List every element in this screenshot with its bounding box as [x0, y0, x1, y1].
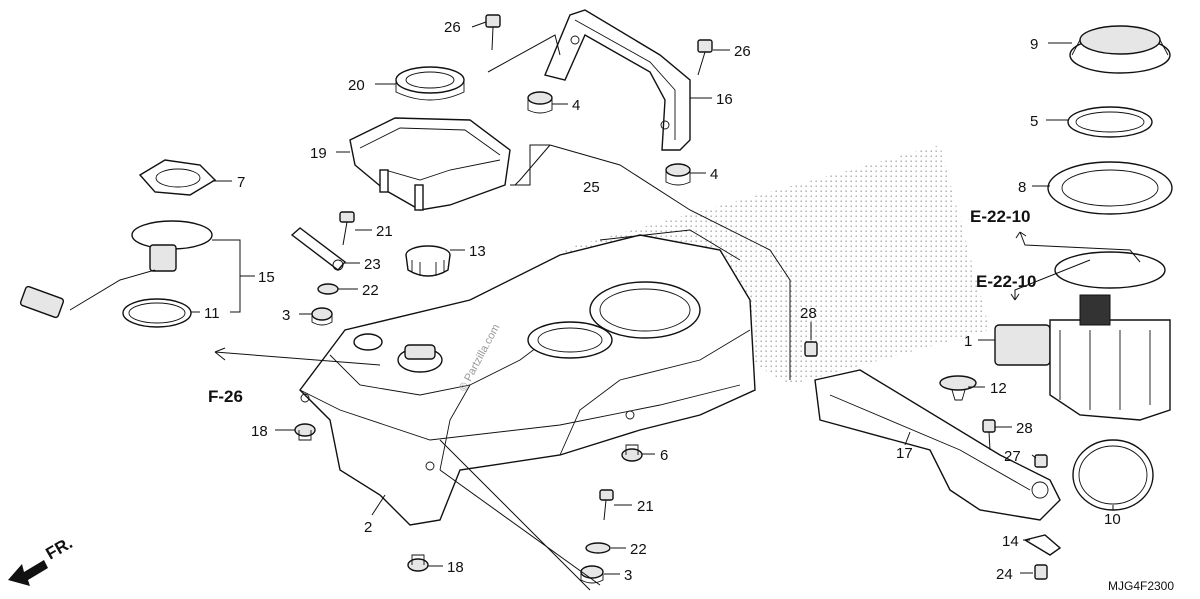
washer-22-top	[317, 283, 339, 295]
ring-20	[395, 66, 465, 101]
nut-24	[1034, 564, 1048, 580]
lock-ring-5	[1067, 106, 1153, 138]
bolt-27	[1034, 454, 1048, 468]
cover-tray	[349, 117, 511, 211]
front-label: FR.	[43, 533, 76, 563]
callout-9: 9	[1030, 36, 1038, 53]
grommet-4-right	[665, 163, 691, 186]
callout-21-bottom: 21	[637, 498, 654, 515]
callout-4-right: 4	[710, 166, 718, 183]
rubber-12	[939, 375, 977, 401]
ref-f-26: F-26	[208, 387, 243, 406]
washer-22-bottom	[585, 542, 611, 554]
grommet-3-bottom	[580, 565, 604, 584]
callout-28-left: 28	[800, 305, 817, 322]
callout-17: 17	[896, 445, 913, 462]
pump-cover-9	[1069, 25, 1171, 74]
o-ring-10	[1072, 439, 1154, 511]
callout-24: 24	[996, 566, 1013, 583]
callout-26-right: 26	[734, 43, 751, 60]
o-ring-11	[122, 298, 192, 328]
fuel-tank	[299, 229, 756, 526]
ref-e-22-10-upper: E-22-10	[970, 207, 1030, 226]
callout-22-top: 22	[362, 282, 379, 299]
gasket-7	[138, 159, 217, 196]
diagram-code: MJG4F2300	[1108, 579, 1174, 593]
stay-17	[814, 369, 1061, 521]
leader-lines	[191, 21, 1141, 591]
set-plate-8	[1047, 161, 1173, 215]
callout-3-bottom: 3	[624, 567, 632, 584]
callout-23: 23	[364, 256, 381, 273]
ref-e-22-10-lower: E-22-10	[976, 272, 1036, 291]
callout-13: 13	[469, 243, 486, 260]
bolt-21-bottom	[599, 489, 614, 521]
fuel-pump-1	[994, 251, 1171, 421]
filler-cap	[405, 245, 451, 277]
front-arrow-icon: FR.	[8, 533, 76, 586]
callout-18-left: 18	[251, 423, 268, 440]
grommet-3-top	[311, 307, 333, 326]
callout-26-left: 26	[444, 19, 461, 36]
callout-20: 20	[348, 77, 365, 94]
callout-15: 15	[258, 269, 275, 286]
callout-8: 8	[1018, 179, 1026, 196]
callout-12: 12	[990, 380, 1007, 397]
callout-21-top: 21	[376, 223, 393, 240]
callout-14: 14	[1002, 533, 1019, 550]
callout-28-right: 28	[1016, 420, 1033, 437]
callout-10: 10	[1104, 511, 1121, 528]
callout-4-top: 4	[572, 97, 580, 114]
breather-hose	[549, 144, 791, 380]
bolt-28-left	[804, 341, 818, 357]
callout-22-bottom: 22	[630, 541, 647, 558]
callout-19: 19	[310, 145, 327, 162]
callout-25: 25	[583, 179, 600, 196]
callout-16: 16	[716, 91, 733, 108]
bolt-26-right	[697, 39, 713, 76]
bolt-21-top	[339, 211, 355, 246]
grommet-18-bottom	[407, 554, 429, 572]
stipple-area	[560, 145, 990, 385]
callout-2: 2	[364, 519, 372, 536]
callout-1: 1	[964, 333, 972, 350]
bolt-26-left	[485, 14, 501, 51]
band-23	[290, 227, 347, 271]
callout-7: 7	[237, 174, 245, 191]
grommet-6	[621, 444, 643, 462]
clamp-14	[1023, 534, 1062, 556]
level-sender	[19, 220, 213, 319]
callout-27: 27	[1004, 448, 1021, 465]
grommet-4-top	[527, 91, 553, 114]
callout-6: 6	[660, 447, 668, 464]
callout-11: 11	[204, 305, 220, 322]
bolt-28-right	[982, 419, 996, 451]
tank-bracket	[544, 9, 691, 151]
callout-5: 5	[1030, 113, 1038, 130]
grommet-18-left	[294, 423, 316, 441]
callout-18-bottom: 18	[447, 559, 464, 576]
callout-3-top: 3	[282, 307, 290, 324]
